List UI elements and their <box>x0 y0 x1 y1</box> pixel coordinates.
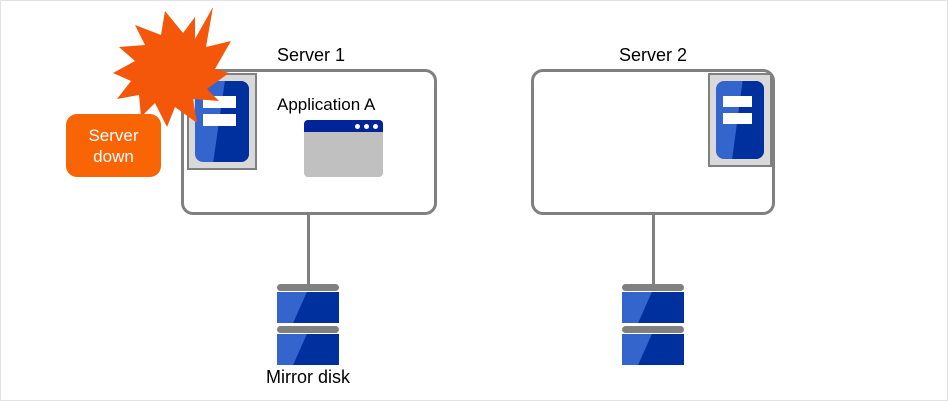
server1-title: Server 1 <box>276 45 346 65</box>
disk-cap <box>277 326 339 333</box>
alert-line-1: Server <box>88 125 139 145</box>
disk-cap <box>622 284 684 291</box>
server-icon-bar-bottom <box>202 114 237 126</box>
disk-cap <box>277 284 339 291</box>
server-icon-bar-top <box>202 96 237 108</box>
window-dot-icon <box>355 123 360 129</box>
alert-line-2: down <box>93 146 134 166</box>
disk-stack-icon <box>277 284 339 368</box>
lightning-burst-icon <box>113 7 231 127</box>
window-titlebar <box>304 120 383 132</box>
server-down-alert-badge: Server down <box>66 114 161 177</box>
disk-platter <box>622 292 684 323</box>
server2-title: Server 2 <box>618 45 688 65</box>
connector-server1-to-disk <box>307 214 310 286</box>
window-dot-icon <box>364 123 369 129</box>
server-icon-body <box>716 81 764 159</box>
server-icon-bar-bottom <box>722 112 753 124</box>
disk-platter <box>277 334 339 365</box>
disk-stack-icon <box>622 284 684 368</box>
application-label: Application A <box>277 95 376 114</box>
application-window-icon <box>304 120 383 177</box>
disk-platter <box>277 292 339 323</box>
connector-server2-to-disk <box>652 214 655 286</box>
disk-cap <box>622 326 684 333</box>
server-icon-bar-top <box>722 95 753 107</box>
mirror-disk-label: Mirror disk <box>266 367 350 387</box>
disk-platter <box>622 334 684 365</box>
server-icon <box>708 73 772 167</box>
window-dot-icon <box>373 123 378 129</box>
